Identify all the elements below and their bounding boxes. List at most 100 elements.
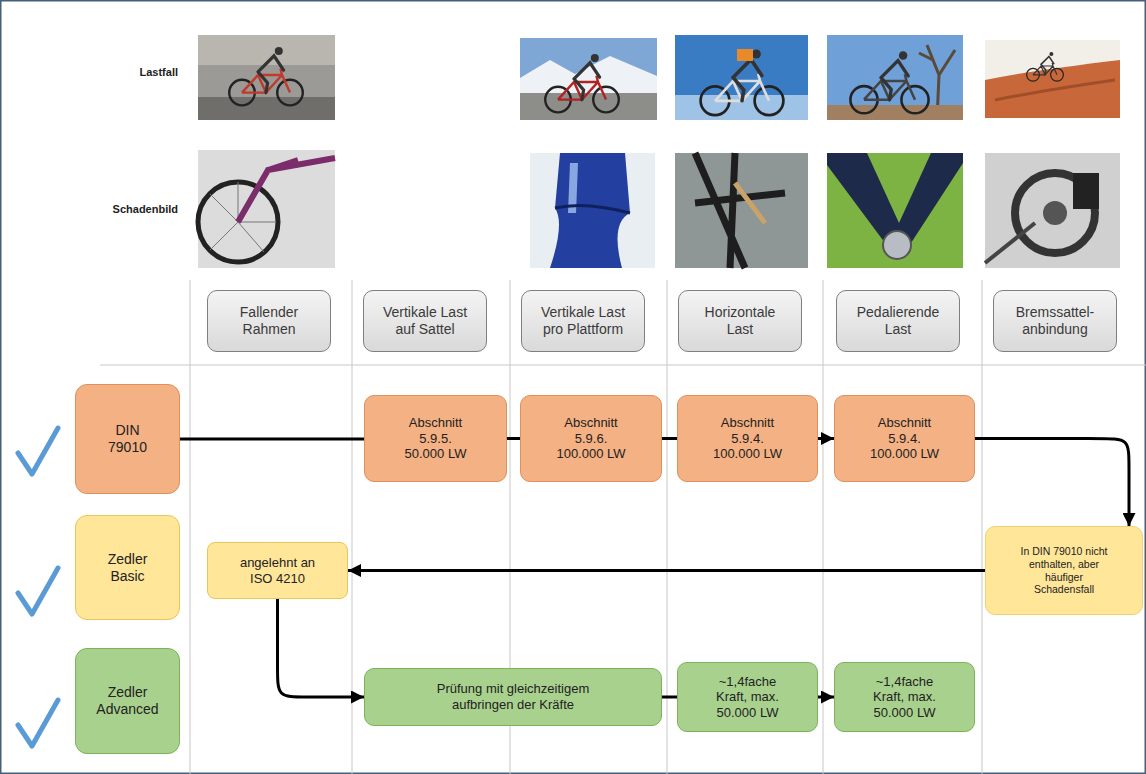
test-step-box: ~1,4fache Kraft, max. 50.000 LW xyxy=(834,662,975,732)
damage-photo xyxy=(883,231,911,259)
load-case-photo xyxy=(850,51,928,113)
load-case-photo xyxy=(701,50,784,116)
connector-arrow xyxy=(348,569,985,572)
test-step-box: Abschnitt 5.9.5. 50.000 LW xyxy=(364,395,507,482)
connector-arrow xyxy=(818,437,834,440)
row-header: Zedler Advanced xyxy=(75,648,180,754)
load-case-photo xyxy=(198,35,335,120)
load-case-photo xyxy=(995,80,1115,100)
damage-photo xyxy=(675,153,808,268)
damage-photo xyxy=(735,183,765,223)
damage-photo xyxy=(555,205,630,213)
damage-photo xyxy=(827,153,963,268)
load-case-photo xyxy=(545,54,619,112)
box-text: Bremssattel- anbindung xyxy=(1007,304,1103,338)
box-text: Zedler Advanced xyxy=(96,684,160,718)
grid-line xyxy=(982,280,983,774)
load-case-photo xyxy=(229,47,303,105)
damage-photo xyxy=(1073,173,1099,209)
row-label: Schadenbild xyxy=(60,203,178,216)
box-text: DIN 79010 xyxy=(96,422,160,456)
grid-line xyxy=(352,280,353,774)
connector-arrow xyxy=(818,696,834,699)
test-step-box: angelehnt an ISO 4210 xyxy=(207,542,348,599)
grid-line xyxy=(190,280,191,774)
box-text: Abschnitt 5.9.4. 100.000 LW xyxy=(711,415,784,462)
load-case-photo xyxy=(675,35,808,120)
box-text: Fallender Rahmen xyxy=(221,304,317,338)
load-case-photo xyxy=(827,35,963,120)
load-case-photo xyxy=(198,35,335,120)
load-case-photo xyxy=(827,105,963,120)
column-header: Fallender Rahmen xyxy=(207,290,331,352)
damage-photo xyxy=(985,153,1120,268)
column-header: Vertikale Last auf Sattel xyxy=(363,290,487,352)
damage-photo xyxy=(827,153,963,243)
column-header: Bremssattel- anbindung xyxy=(993,290,1117,352)
box-text: In DIN 79010 nicht enthalten, aber häufi… xyxy=(1017,545,1112,595)
box-text: Vertikale Last auf Sattel xyxy=(377,304,473,338)
load-case-photo xyxy=(737,49,753,61)
box-text: angelehnt an ISO 4210 xyxy=(233,555,323,586)
box-text: Abschnitt 5.9.5. 50.000 LW xyxy=(399,415,472,462)
check-mark xyxy=(18,428,58,746)
load-case-photo xyxy=(198,97,335,120)
damage-photo xyxy=(550,153,630,268)
check-mark xyxy=(18,568,58,614)
box-text: Horizontale Last xyxy=(692,304,788,338)
damage-photo xyxy=(695,153,785,268)
load-case-photo xyxy=(520,56,657,93)
load-case-photo xyxy=(520,38,657,120)
box-text: ~1,4fache Kraft, max. 50.000 LW xyxy=(868,674,941,721)
connector-arrow xyxy=(662,437,677,440)
note-box: In DIN 79010 nicht enthalten, aber häufi… xyxy=(985,526,1143,615)
connector-arrow xyxy=(278,599,365,697)
test-step-box: Abschnitt 5.9.4. 100.000 LW xyxy=(834,395,975,482)
grid-line xyxy=(823,280,824,774)
box-text: Prüfung mit gleichzeitigem aufbringen de… xyxy=(428,681,598,712)
damage-photo xyxy=(985,223,1035,263)
check-mark xyxy=(18,700,58,746)
connector-arrow xyxy=(975,439,1129,527)
grid-line xyxy=(667,280,668,774)
box-text: Zedler Basic xyxy=(96,551,160,585)
box-text: Abschnitt 5.9.4. 100.000 LW xyxy=(868,415,941,462)
damage-photo xyxy=(198,150,335,268)
row-label: Lastfall xyxy=(60,66,178,79)
test-step-box: Abschnitt 5.9.6. 100.000 LW xyxy=(520,395,662,482)
column-header: Pedalierende Last xyxy=(836,290,960,352)
check-mark xyxy=(18,428,58,474)
connector-arrow xyxy=(180,438,364,441)
box-text: ~1,4fache Kraft, max. 50.000 LW xyxy=(711,674,784,721)
load-case-photo xyxy=(675,35,808,120)
connector-arrow xyxy=(507,437,520,440)
row-header: DIN 79010 xyxy=(75,384,180,494)
box-text: Vertikale Last pro Plattform xyxy=(535,304,631,338)
load-case-photo xyxy=(520,93,657,120)
load-case-photo xyxy=(985,60,1120,118)
load-case-photo xyxy=(985,40,1120,118)
damage-photo xyxy=(985,153,1120,268)
damage-photo xyxy=(238,158,335,222)
load-case-photo xyxy=(1027,52,1064,81)
test-step-box: ~1,4fache Kraft, max. 50.000 LW xyxy=(677,662,818,732)
damage-photo xyxy=(198,150,335,268)
load-case-photo xyxy=(985,40,1120,118)
connector-arrow xyxy=(662,696,677,699)
test-step-box: Abschnitt 5.9.4. 100.000 LW xyxy=(677,395,818,482)
damage-photo xyxy=(827,153,963,268)
box-text: Abschnitt 5.9.6. 100.000 LW xyxy=(555,415,628,462)
damage-photo xyxy=(1043,201,1067,225)
box-text: Pedalierende Last xyxy=(850,304,946,338)
load-case-photo xyxy=(520,38,657,120)
damage-photo xyxy=(675,153,808,268)
damage-photo xyxy=(530,153,655,268)
test-step-box: Prüfung mit gleichzeitigem aufbringen de… xyxy=(364,668,662,726)
grid-line xyxy=(100,365,1146,366)
load-case-photo xyxy=(198,35,335,65)
damage-photo xyxy=(530,153,655,268)
column-header: Vertikale Last pro Plattform xyxy=(521,290,645,352)
load-case-photo xyxy=(827,35,963,120)
row-header: Zedler Basic xyxy=(75,515,180,620)
